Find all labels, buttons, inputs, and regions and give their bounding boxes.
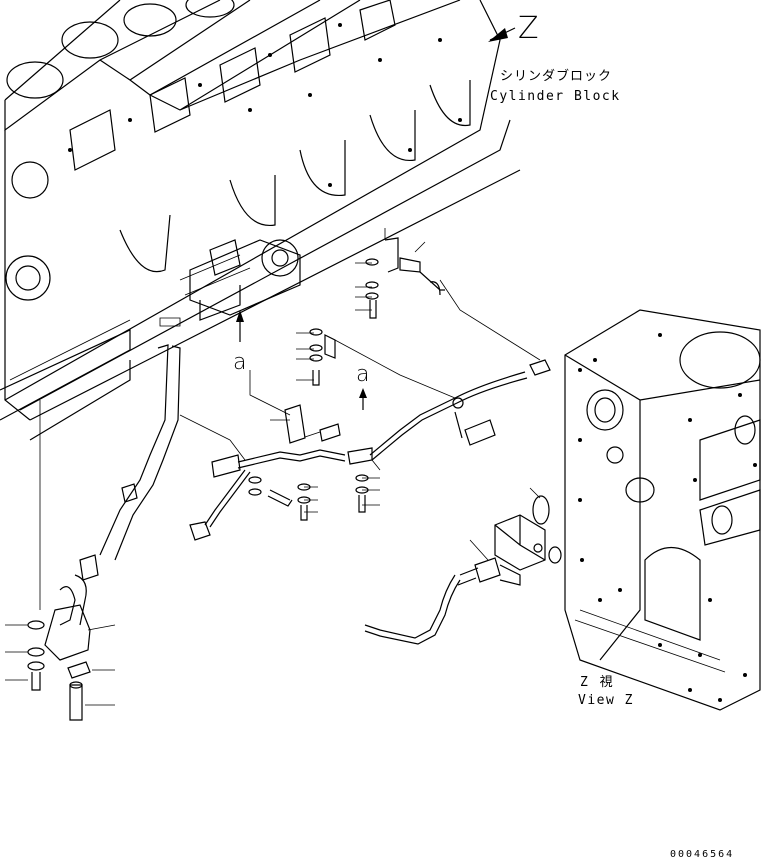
speed-sensor (364, 487, 562, 645)
view-z-front-cover (564, 309, 761, 711)
view-title-english: View Z (578, 693, 634, 708)
reference-mark-a-left: a (233, 350, 247, 375)
drawing-number: 00046564 (670, 849, 735, 860)
tube-assembly (5, 344, 181, 721)
reference-mark-a-right: a (356, 362, 370, 387)
part-name-japanese: シリンダブロック (500, 69, 613, 84)
harness-upper (355, 228, 551, 461)
harness-lower (179, 411, 496, 541)
view-title-japanese: Z 視 (580, 675, 615, 690)
cylinder-block (0, 0, 521, 441)
part-name-english: Cylinder Block (490, 89, 621, 104)
sensor-mount (159, 239, 367, 410)
view-arrow-label: Z (518, 11, 539, 46)
bracket-middle (249, 328, 456, 444)
